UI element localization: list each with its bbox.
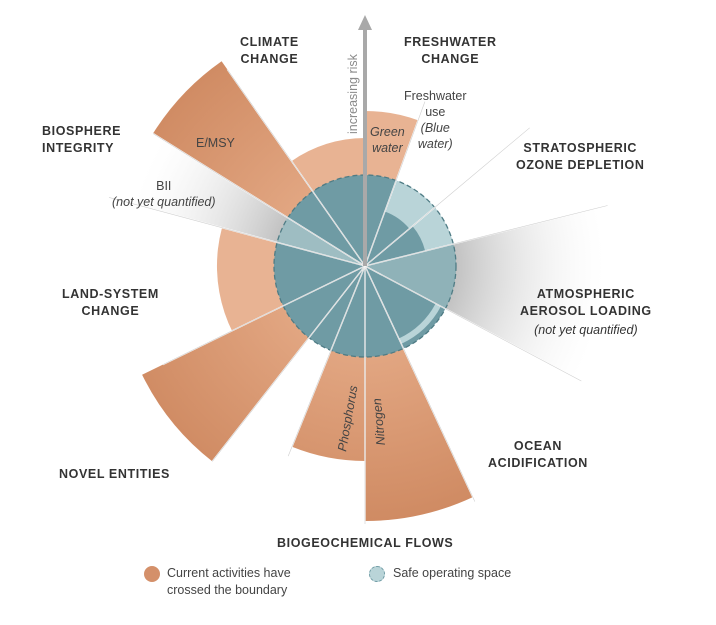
sector-divider-shadow: [108, 197, 366, 267]
sector-divider-shadow: [287, 265, 366, 457]
aerosol-inner: [365, 244, 456, 309]
sector-divider-shadow: [212, 265, 366, 462]
sector-divider-shadow: [152, 133, 366, 267]
risk-axis-label: increasing risk: [346, 53, 360, 134]
emsy-label: E/MSY: [196, 136, 235, 150]
risk-axis-arrowhead: [358, 15, 372, 30]
ozone-core: [365, 226, 426, 266]
sector-divider-shadow: [227, 69, 366, 267]
sector-divider-shadow: [364, 127, 530, 267]
aerosol-not-quantified: (not yet quantified): [534, 323, 638, 337]
sector-divider-shadow: [364, 265, 582, 382]
sector-divider-shadow: [364, 205, 608, 267]
legend-safe-label: Safe operating space: [393, 566, 512, 580]
sector-divider-shadow: [364, 265, 476, 502]
novel-entities-label: NOVEL ENTITIES: [59, 467, 170, 481]
sector-divider-shadow: [364, 101, 426, 267]
legend-safe-swatch: [369, 566, 385, 582]
bii-label: BII(not yet quantified): [112, 179, 216, 209]
sector-divider-shadow: [162, 265, 366, 365]
ocean-core: [365, 266, 436, 339]
aerosol-uncertain-wedge: [365, 206, 610, 381]
bii-inner: [277, 217, 365, 266]
biogeochemical-flows-label: BIOGEOCHEMICAL FLOWS: [277, 536, 454, 550]
blue-water-core: [365, 211, 410, 266]
legend-exceeded-swatch: [144, 566, 160, 582]
nitrogen-label: Nitrogen: [370, 398, 388, 446]
